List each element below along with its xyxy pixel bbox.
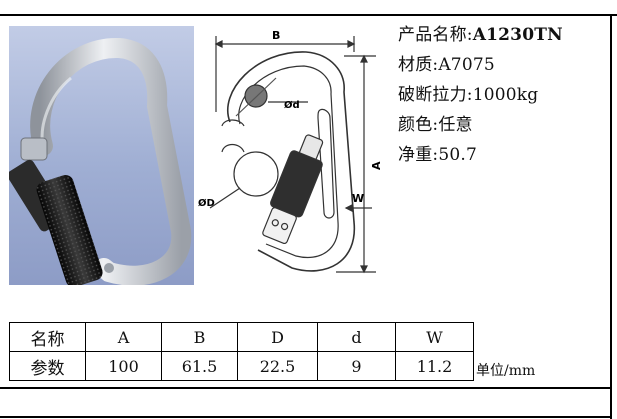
dimension-a-label: A xyxy=(370,161,383,170)
product-photo xyxy=(9,26,194,285)
technical-drawing: B A W Ød ØD xyxy=(196,22,392,288)
frame-right xyxy=(610,14,612,419)
table-header-row: 名称 A B D d W xyxy=(9,322,474,352)
table-col-d-large: D xyxy=(237,322,318,352)
dimension-small-d-label: Ød xyxy=(284,99,300,111)
table-header-label: 名称 xyxy=(9,322,86,352)
spec-product-value: A1230TN xyxy=(472,25,563,45)
carabiner-line-drawing: B A W Ød ØD xyxy=(198,29,383,274)
dimension-large-d-label: ØD xyxy=(198,197,215,209)
table-col-w: W xyxy=(395,322,474,352)
frame-top xyxy=(0,14,617,16)
table-value-a: 100 xyxy=(85,351,162,381)
spec-list: 产品名称:A1230TN 材质:A7075 破断拉力:1000kg 颜色:任意 … xyxy=(398,20,563,170)
parameter-table: 名称 A B D d W 参数 100 61.5 22.5 9 11.2 xyxy=(9,322,474,381)
unit-label: 单位/mm xyxy=(476,363,536,379)
frame-bottom-2 xyxy=(0,416,612,418)
dimension-b-label: B xyxy=(272,29,280,42)
table-value-d-large: 22.5 xyxy=(237,351,318,381)
table-row-label: 参数 xyxy=(9,351,86,381)
spec-product-label: 产品名称: xyxy=(398,25,473,45)
spec-product-name: 产品名称:A1230TN xyxy=(398,20,563,50)
frame-bottom-1 xyxy=(0,387,612,389)
carabiner-photo-illustration xyxy=(9,38,192,285)
table-col-d-small: d xyxy=(317,322,396,352)
spec-weight: 净重:50.7 xyxy=(398,145,477,165)
table-value-b: 61.5 xyxy=(161,351,238,381)
table-value-d-small: 9 xyxy=(317,351,396,381)
spec-material: 材质:A7075 xyxy=(398,55,495,75)
table-value-row: 参数 100 61.5 22.5 9 11.2 xyxy=(9,351,474,381)
table-col-a: A xyxy=(85,322,162,352)
table-value-w: 11.2 xyxy=(395,351,474,381)
spec-strength: 破断拉力:1000kg xyxy=(398,85,539,105)
table-col-b: B xyxy=(161,322,238,352)
spec-color: 颜色:任意 xyxy=(398,115,473,135)
dimension-w-label: W xyxy=(352,192,364,205)
